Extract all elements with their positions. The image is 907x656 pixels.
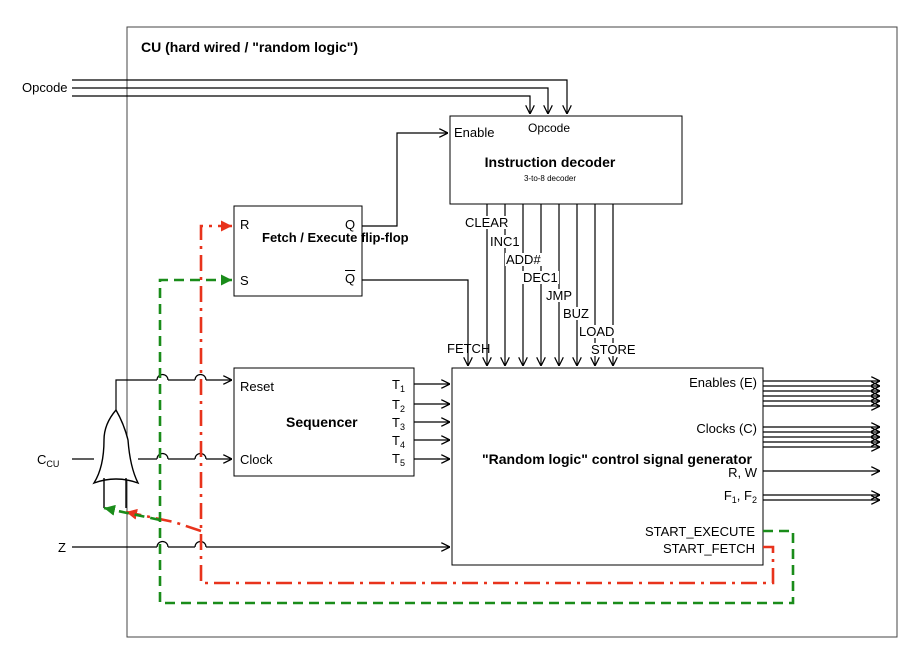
or-gate-leads [103, 478, 127, 508]
generator-output-wires [763, 381, 880, 500]
cu-title: CU (hard wired / "random logic") [141, 39, 359, 55]
sequencer-t-wires [414, 384, 450, 459]
sequencer-t5-label: T5 [392, 451, 405, 468]
sequencer-t1-label: T1 [392, 377, 405, 394]
fetch-label: FETCH [447, 341, 491, 356]
enables-label: Enables (E) [689, 375, 757, 390]
start-execute-to-gate [103, 504, 161, 522]
decoder-output-label: JMP [545, 288, 573, 303]
start-fetch-path [199, 220, 775, 585]
flipflop-qbar-label: Q [345, 271, 356, 286]
fetch-execute-flipflop-block [233, 205, 363, 297]
start-execute-label: START_EXECUTE [644, 524, 755, 539]
opcode-bus [72, 79, 567, 114]
sequencer-t4-label: T4 [392, 433, 405, 450]
gate-to-reset-wire [115, 380, 232, 410]
decoder-output-label: DEC1 [522, 270, 559, 285]
decoder-title: Instruction decoder [484, 154, 616, 170]
start-execute-path [158, 274, 795, 605]
flipflop-r-label: R [240, 217, 250, 232]
start-fetch-label: START_FETCH [663, 541, 755, 556]
decoder-opcode-label: Opcode [527, 121, 571, 135]
rw-label: R, W [728, 465, 757, 480]
or-gate-body [92, 408, 140, 485]
q-to-enable-wire [362, 133, 448, 227]
f-label: F1, F2 [723, 488, 757, 505]
sequencer-t2-label: T2 [392, 397, 405, 414]
decoder-output-label: INC1 [489, 234, 521, 249]
decoder-output-label: STORE [590, 342, 637, 357]
cu-boundary [126, 26, 898, 638]
z-input-label: Z [58, 540, 66, 555]
sequencer-t3-label: T3 [392, 415, 405, 432]
sequencer-reset-label: Reset [240, 379, 274, 394]
decoder-subtitle: 3-to-8 decoder [523, 174, 577, 183]
flipflop-title: Fetch / Execute flip-flop [262, 230, 409, 245]
decoder-output-label: BUZ [562, 306, 590, 321]
sequencer-block [233, 367, 415, 477]
clocks-label: Clocks (C) [696, 421, 757, 436]
flipflop-q-label: Q [345, 217, 356, 232]
decoder-output-label: CLEAR [464, 215, 510, 230]
decoder-enable-label: Enable [454, 125, 495, 140]
ccu-input-label: CCU [37, 452, 60, 469]
instruction-decoder-block [449, 115, 683, 205]
decoder-output-label: ADD# [505, 252, 542, 267]
sequencer-clock-label: Clock [240, 452, 273, 467]
sequencer-title: Sequencer [286, 414, 358, 430]
control-signal-generator-block [451, 367, 764, 566]
generator-title: "Random logic" control signal generator [482, 451, 752, 467]
decoder-output-wires [487, 204, 613, 366]
qbar-to-fetch-wire [362, 279, 468, 366]
start-fetch-to-gate [125, 508, 202, 533]
decoder-output-label: LOAD [578, 324, 616, 339]
flipflop-s-label: S [240, 273, 249, 288]
opcode-input-label: Opcode [22, 80, 68, 95]
